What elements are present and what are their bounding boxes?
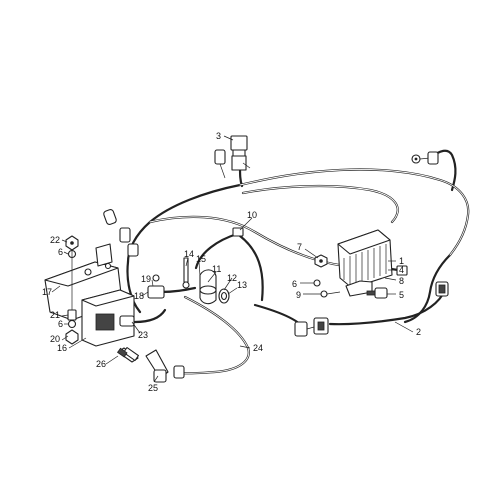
callout-17: 17 [42, 287, 52, 297]
spark-plug-part-26 [117, 346, 140, 363]
callout-16: 16 [57, 343, 67, 353]
callout-19: 19 [141, 274, 151, 284]
callout-labels: 3 1 2 4 5 7 6 8 9 10 11 12 13 14 15 16 1… [42, 131, 421, 393]
callout-2: 2 [416, 327, 421, 337]
lead-24 [178, 295, 250, 375]
coil-lead [158, 286, 197, 294]
callout-4: 4 [399, 265, 404, 275]
hv-lead-23 [133, 308, 167, 324]
callout-23: 23 [138, 330, 148, 340]
callout-6-bottom: 6 [58, 319, 63, 329]
callout-20: 20 [50, 334, 60, 344]
connector-right [435, 281, 449, 297]
callout-13: 13 [237, 280, 247, 290]
leader-lines [51, 135, 414, 383]
fasteners-left [65, 235, 79, 345]
callout-8: 8 [399, 276, 404, 286]
fasteners-regulator [313, 254, 341, 298]
harness-right-drop [403, 253, 452, 324]
callout-21: 21 [50, 310, 60, 320]
callout-24: 24 [253, 343, 263, 353]
ignition-coil-part-16 [81, 289, 135, 347]
connector-part-18-19 [147, 274, 165, 299]
clip-part-10 [232, 227, 244, 237]
callout-11: 11 [212, 264, 221, 274]
callout-3: 3 [216, 131, 221, 141]
callout-22: 22 [50, 235, 60, 245]
plug-cap-part-25 [145, 349, 185, 383]
callout-7: 7 [297, 242, 302, 252]
connector-center [294, 317, 329, 337]
callout-6-top: 6 [58, 247, 63, 257]
callout-15: 15 [196, 254, 206, 264]
callout-14: 14 [184, 249, 194, 259]
callout-10: 10 [247, 210, 257, 220]
relay-part-3 [214, 135, 251, 179]
left-branch-down [126, 260, 142, 314]
callout-18: 18 [134, 291, 144, 301]
callout-26: 26 [96, 359, 106, 369]
callout-6-regulator: 6 [292, 279, 297, 289]
callout-25: 25 [148, 383, 158, 393]
callout-1: 1 [399, 256, 404, 266]
callout-9: 9 [296, 290, 301, 300]
connector-part-5 [366, 287, 388, 299]
connector-left-top [103, 209, 139, 257]
lead-10 [194, 232, 264, 302]
connector-part-4 [396, 265, 408, 276]
callout-12: 12 [227, 273, 237, 283]
ground-terminal [411, 151, 439, 165]
sensor-group-11-15 [182, 257, 230, 305]
callout-5: 5 [399, 290, 404, 300]
regulator-part-1 [337, 229, 393, 297]
main-harness [126, 149, 470, 375]
